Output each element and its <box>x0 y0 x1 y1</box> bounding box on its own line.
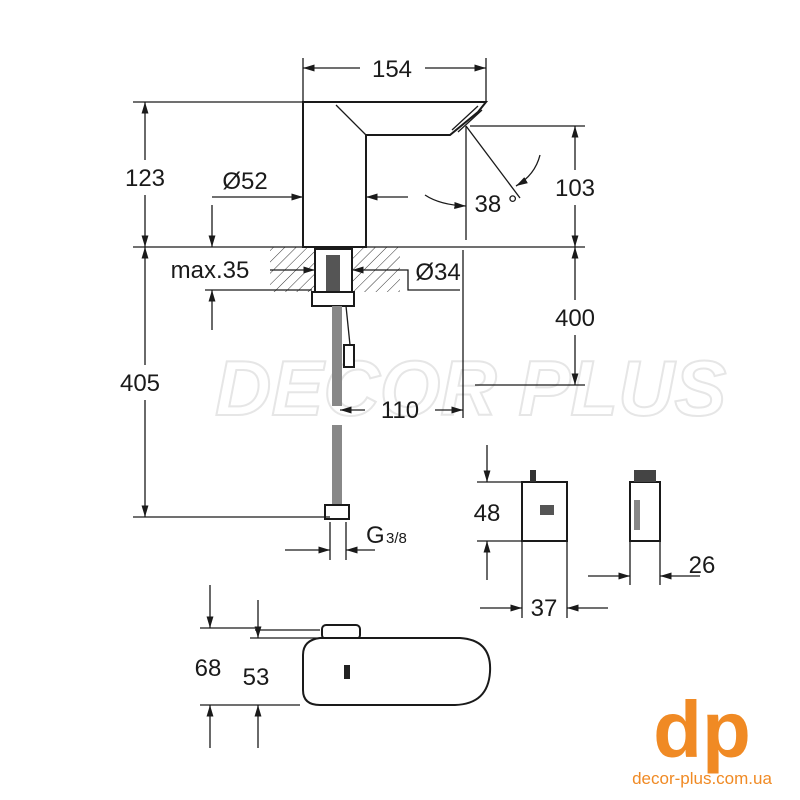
dim-sensor-width: 37 <box>531 595 558 622</box>
logo-url: decor-plus.com.ua <box>632 769 772 788</box>
faucet-top-view <box>200 585 492 748</box>
dim-body-diameter: Ø52 <box>222 168 267 195</box>
faucet-side-view <box>302 101 489 248</box>
dim-height-123: 123 <box>125 165 165 192</box>
sensor-box-side <box>588 470 700 585</box>
dimension-lines <box>133 58 585 560</box>
decor-plus-logo: dp decor-plus.com.ua <box>632 685 772 788</box>
hoses <box>324 305 355 520</box>
dim-hose-400: 400 <box>555 305 595 332</box>
dim-width-154: 154 <box>372 56 412 83</box>
dim-offset-110: 110 <box>381 397 419 424</box>
logo-letters: dp <box>653 685 751 774</box>
dim-hose-405: 405 <box>120 370 160 397</box>
dim-sensor-depth: 26 <box>689 552 716 579</box>
dim-sensor-height: 48 <box>474 500 501 527</box>
dim-hole-diameter: Ø34 <box>415 259 460 286</box>
dim-top-outer: 68 <box>195 655 222 682</box>
dim-thread-fraction: 3/8 <box>386 530 407 547</box>
deck-section <box>270 247 400 307</box>
watermark: DECOR PLUS <box>215 344 726 432</box>
dim-thread: G <box>366 522 385 549</box>
sensor-box-front <box>477 445 608 618</box>
dim-spout-height: 103 <box>555 175 595 202</box>
dim-deck-thickness: max.35 <box>171 257 250 284</box>
dim-spray-angle: 38 ° <box>475 191 518 218</box>
dimension-labels: 154 123 Ø52 38 ° 103 max.35 Ø34 400 405 … <box>120 56 715 691</box>
dim-top-inner: 53 <box>243 664 270 691</box>
